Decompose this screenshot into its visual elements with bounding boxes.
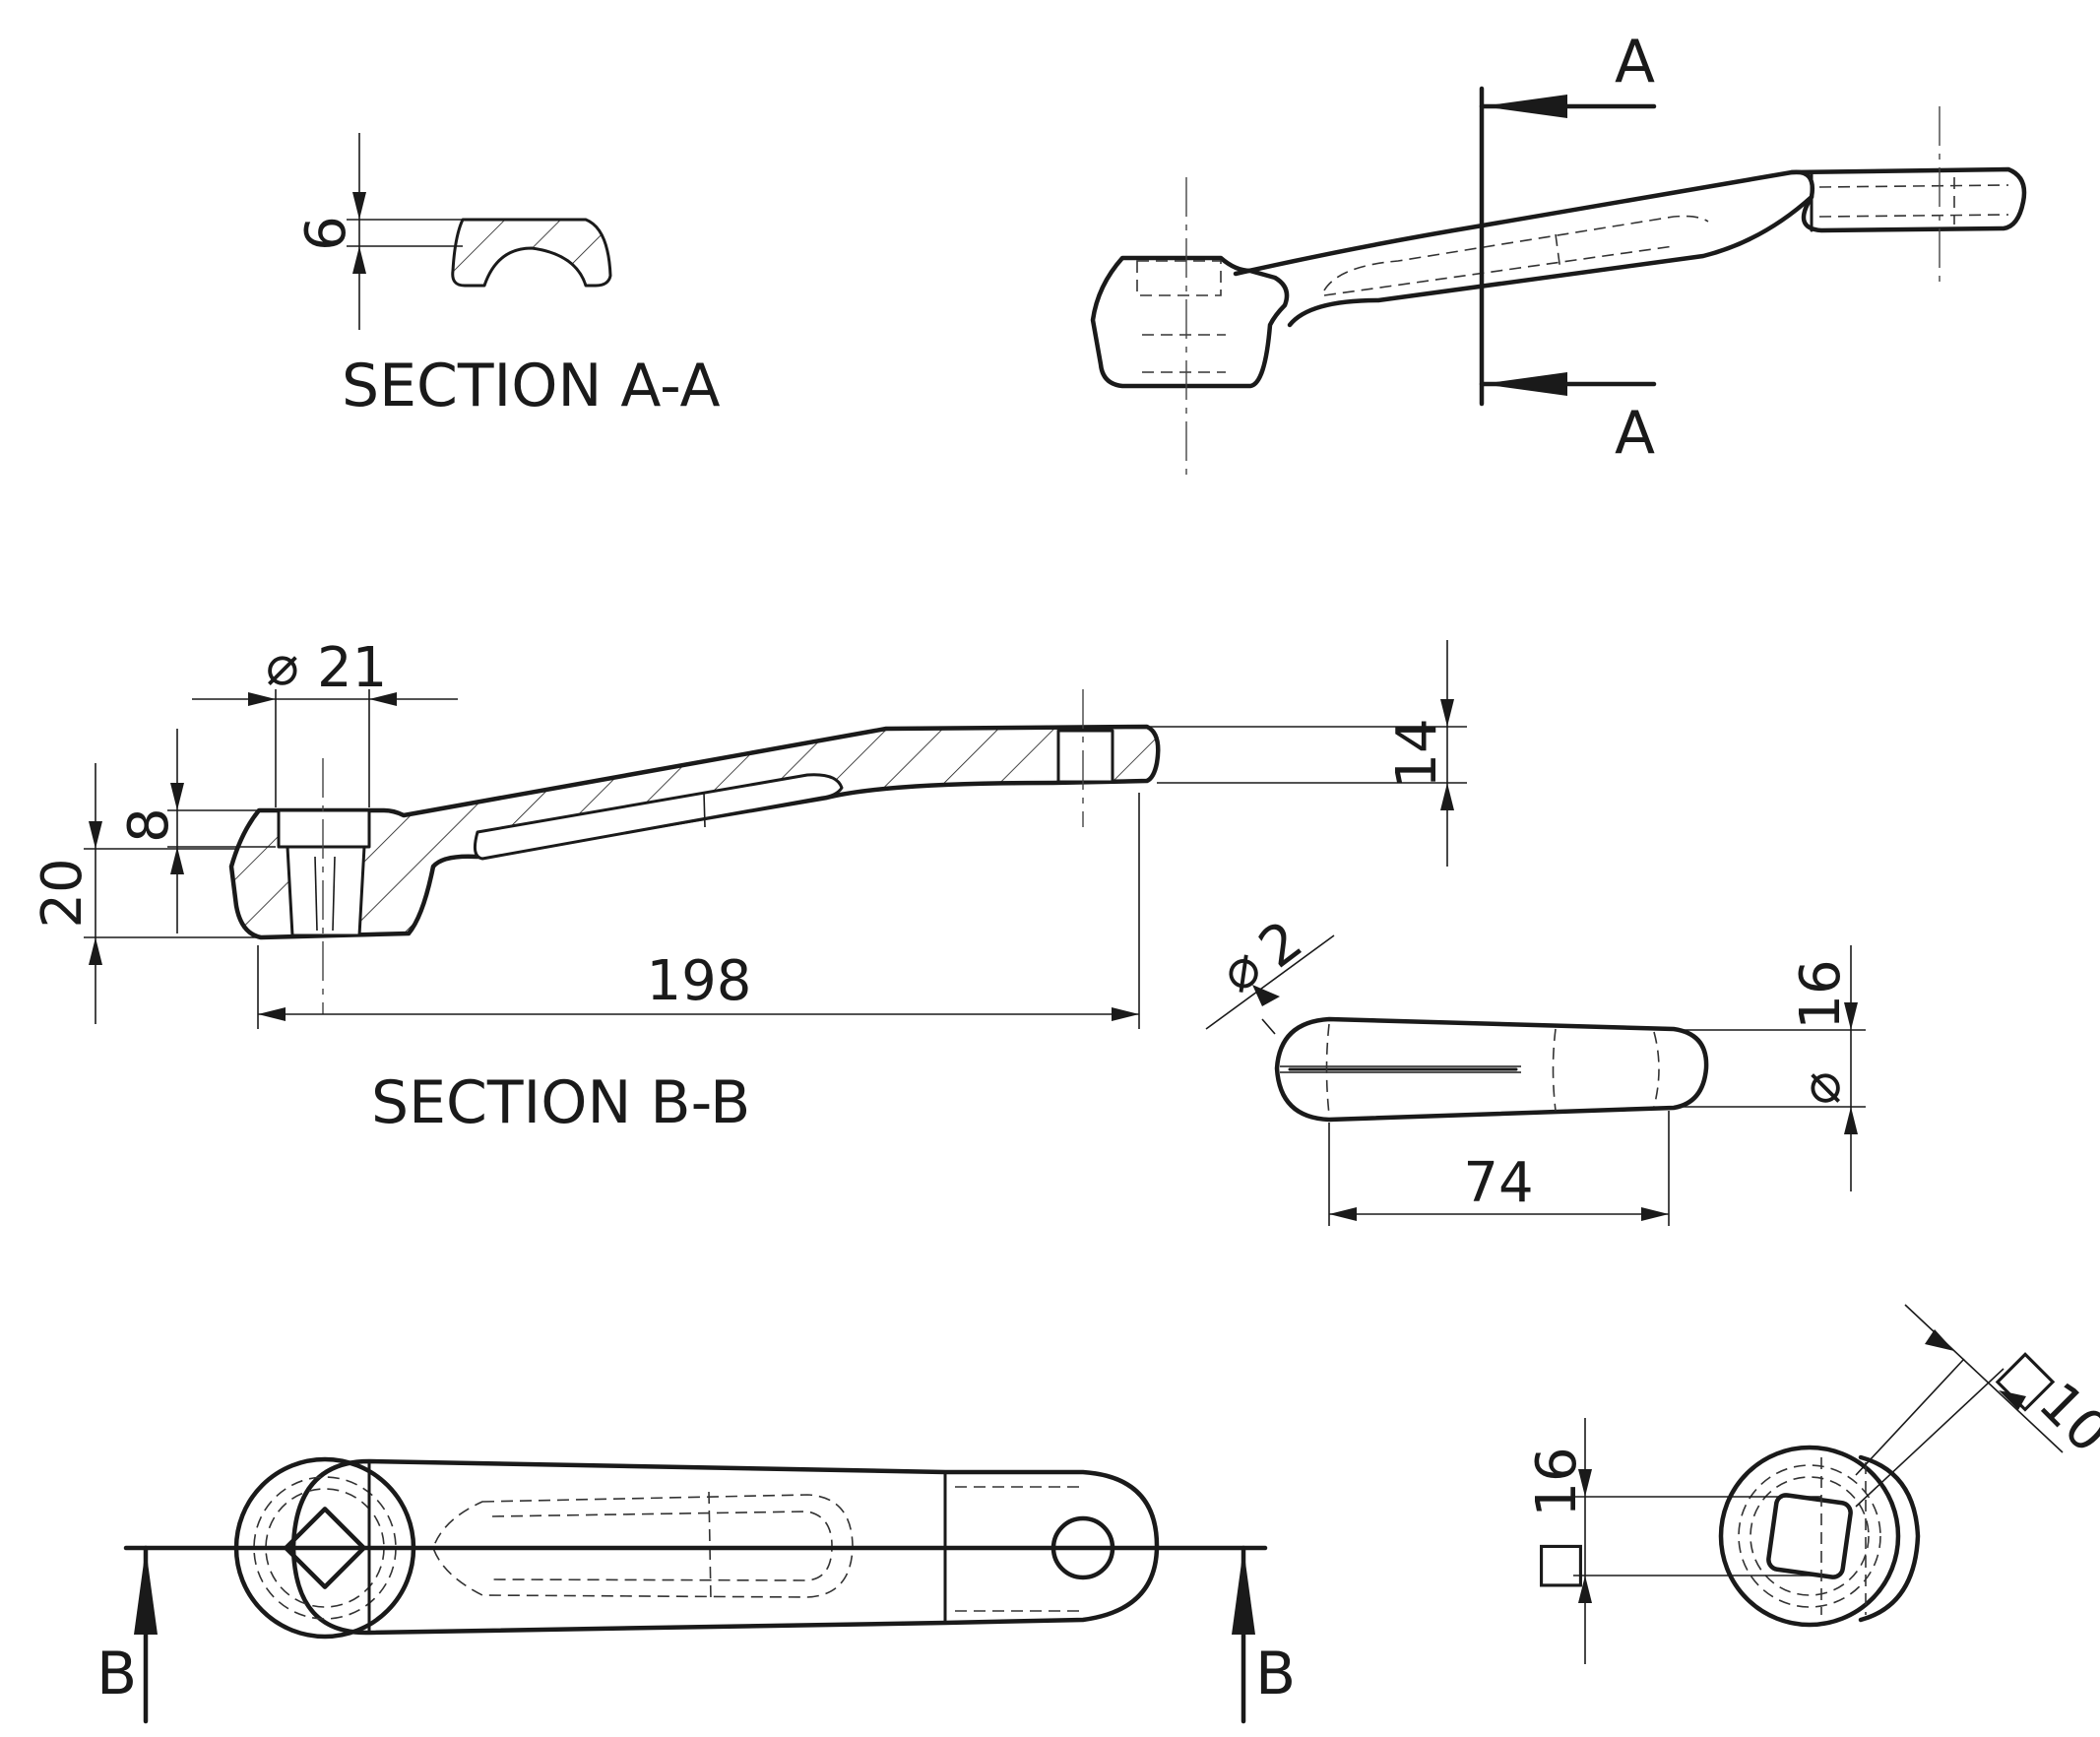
grip-outline [1274, 1016, 1709, 1123]
grip-diameter-label: 16 [1789, 959, 1853, 1029]
top-view: B B [96, 1456, 1296, 1724]
side-top-tip [1789, 166, 2027, 233]
boss-height-label: 20 [31, 858, 95, 928]
section-b-profile [228, 724, 1161, 940]
section-b-grip-slot [473, 773, 844, 861]
end-view-square-hole [1766, 1493, 1853, 1579]
end-view: □ 16 □ 10 [1525, 1304, 2100, 1664]
side-view-top: A A [1090, 28, 2027, 478]
side-top-boss [1090, 255, 1290, 389]
section-b-bore [286, 845, 366, 937]
section-a-thickness-label: 6 [294, 216, 358, 251]
section-b-marker-left: B [96, 1640, 137, 1708]
grip-detail-view: ⌀ 2 ⌀ 16 74 [1205, 909, 1866, 1226]
section-a-title: SECTION A-A [342, 352, 721, 420]
tip-thickness-label: 14 [1385, 718, 1449, 788]
section-b-title: SECTION B-B [371, 1068, 750, 1137]
counterbore-depth-label: 8 [117, 807, 181, 843]
section-a-marker-bottom: A [1615, 399, 1655, 468]
top-view-square-hole [284, 1507, 366, 1589]
section-b-marker-right: B [1255, 1640, 1296, 1708]
section-b-tip-hole [1056, 729, 1114, 784]
end-view-hub-outer [1718, 1445, 1901, 1628]
bore-diameter-symbol: ⌀ [266, 634, 299, 698]
section-a-marker-top: A [1615, 28, 1655, 96]
section-a-profile [451, 218, 612, 288]
square-hole-label: 16 [1525, 1447, 1589, 1516]
section-b-b-view: ⌀ 21 8 20 198 14 SECTION B-B [31, 634, 1467, 1137]
side-top-arm [1233, 169, 1815, 328]
grip-length-label: 74 [1463, 1151, 1533, 1215]
overall-length-label: 198 [647, 949, 752, 1013]
grip-diameter-symbol: ⌀ [1789, 1071, 1853, 1105]
bore-diameter-label: 21 [317, 636, 387, 700]
section-b-counterbore [277, 808, 371, 849]
square-hole-symbol: □ [1525, 1540, 1589, 1592]
section-a-a-view: 6 SECTION A-A [294, 133, 721, 420]
